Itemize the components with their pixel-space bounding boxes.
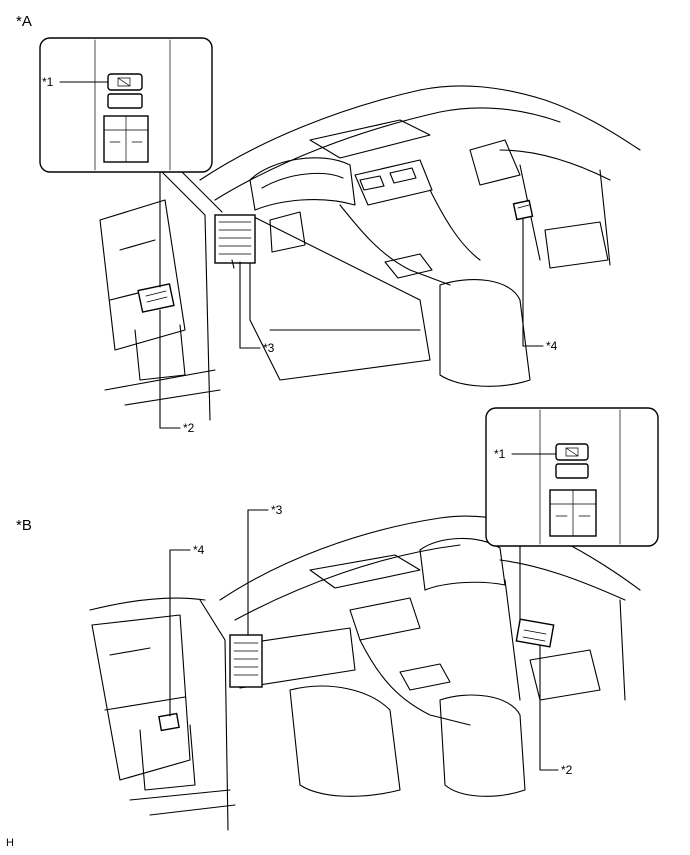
callout-box-a xyxy=(39,37,213,288)
callout-b-4: *4 xyxy=(193,543,205,557)
callout-a-2: *2 xyxy=(183,421,195,435)
callout-a-3: *3 xyxy=(263,341,275,355)
callout-b-3: *3 xyxy=(271,503,283,517)
callout-box-b xyxy=(485,407,659,623)
view-b-label: *B xyxy=(16,517,32,534)
callout-b-1: *1 xyxy=(494,447,506,461)
footer-code: H xyxy=(6,837,14,849)
callout-b-2: *2 xyxy=(561,763,573,777)
view-a-label: *A xyxy=(16,13,32,30)
view-a-drawing xyxy=(99,85,641,421)
callout-a-1: *1 xyxy=(42,75,54,89)
callout-a-4: *4 xyxy=(546,339,558,353)
view-b-drawing xyxy=(89,515,641,831)
